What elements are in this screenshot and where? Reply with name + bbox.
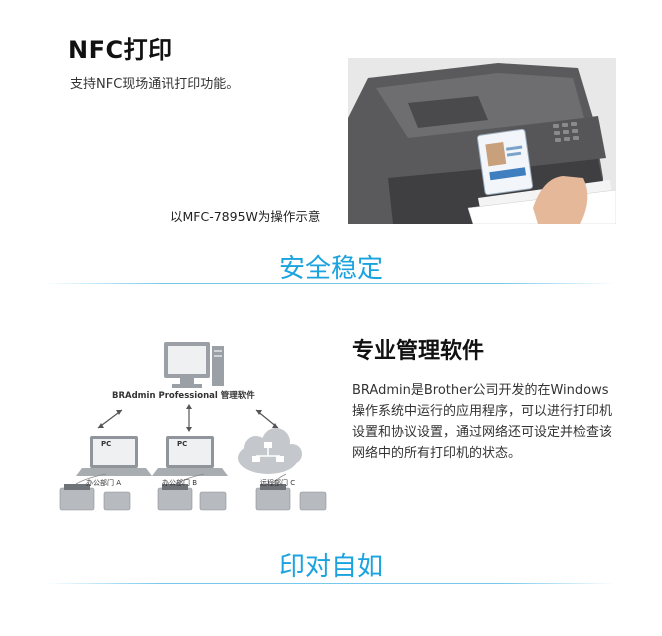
- monitor-icon: [164, 342, 224, 388]
- cloud-icon: [238, 428, 302, 474]
- nfc-description: 支持NFC现场通讯打印功能。: [70, 77, 240, 92]
- nfc-title: NFC打印: [68, 36, 173, 64]
- nfc-caption: 以MFC-7895W为操作示意: [170, 209, 321, 224]
- divider: [46, 283, 616, 284]
- diagram-pc-label-a: PC: [101, 440, 112, 448]
- printer-nfc-photo: [348, 58, 616, 224]
- laptop-icon: [76, 436, 152, 476]
- diagram-monitor-label: BRAdmin Professional 管理软件: [112, 391, 255, 401]
- diagram-pc-label-b: PC: [177, 440, 188, 448]
- software-title: 专业管理软件: [352, 339, 485, 364]
- diagram-department-a: 办公部门 A: [86, 479, 122, 487]
- section-header-stable: 安全稳定: [278, 254, 383, 284]
- diagram-department-b: 办公部门 B: [162, 479, 198, 487]
- divider: [46, 583, 616, 584]
- section-header-print-freely: 印对自如: [278, 552, 383, 582]
- software-description: BRAdmin是Brother公司开发的在Windows操作系统中运行的应用程序…: [352, 383, 613, 461]
- diagram-department-c: 远程部门 C: [260, 479, 296, 487]
- bradmin-network-diagram: [59, 342, 327, 511]
- laptop-icon: [152, 436, 228, 476]
